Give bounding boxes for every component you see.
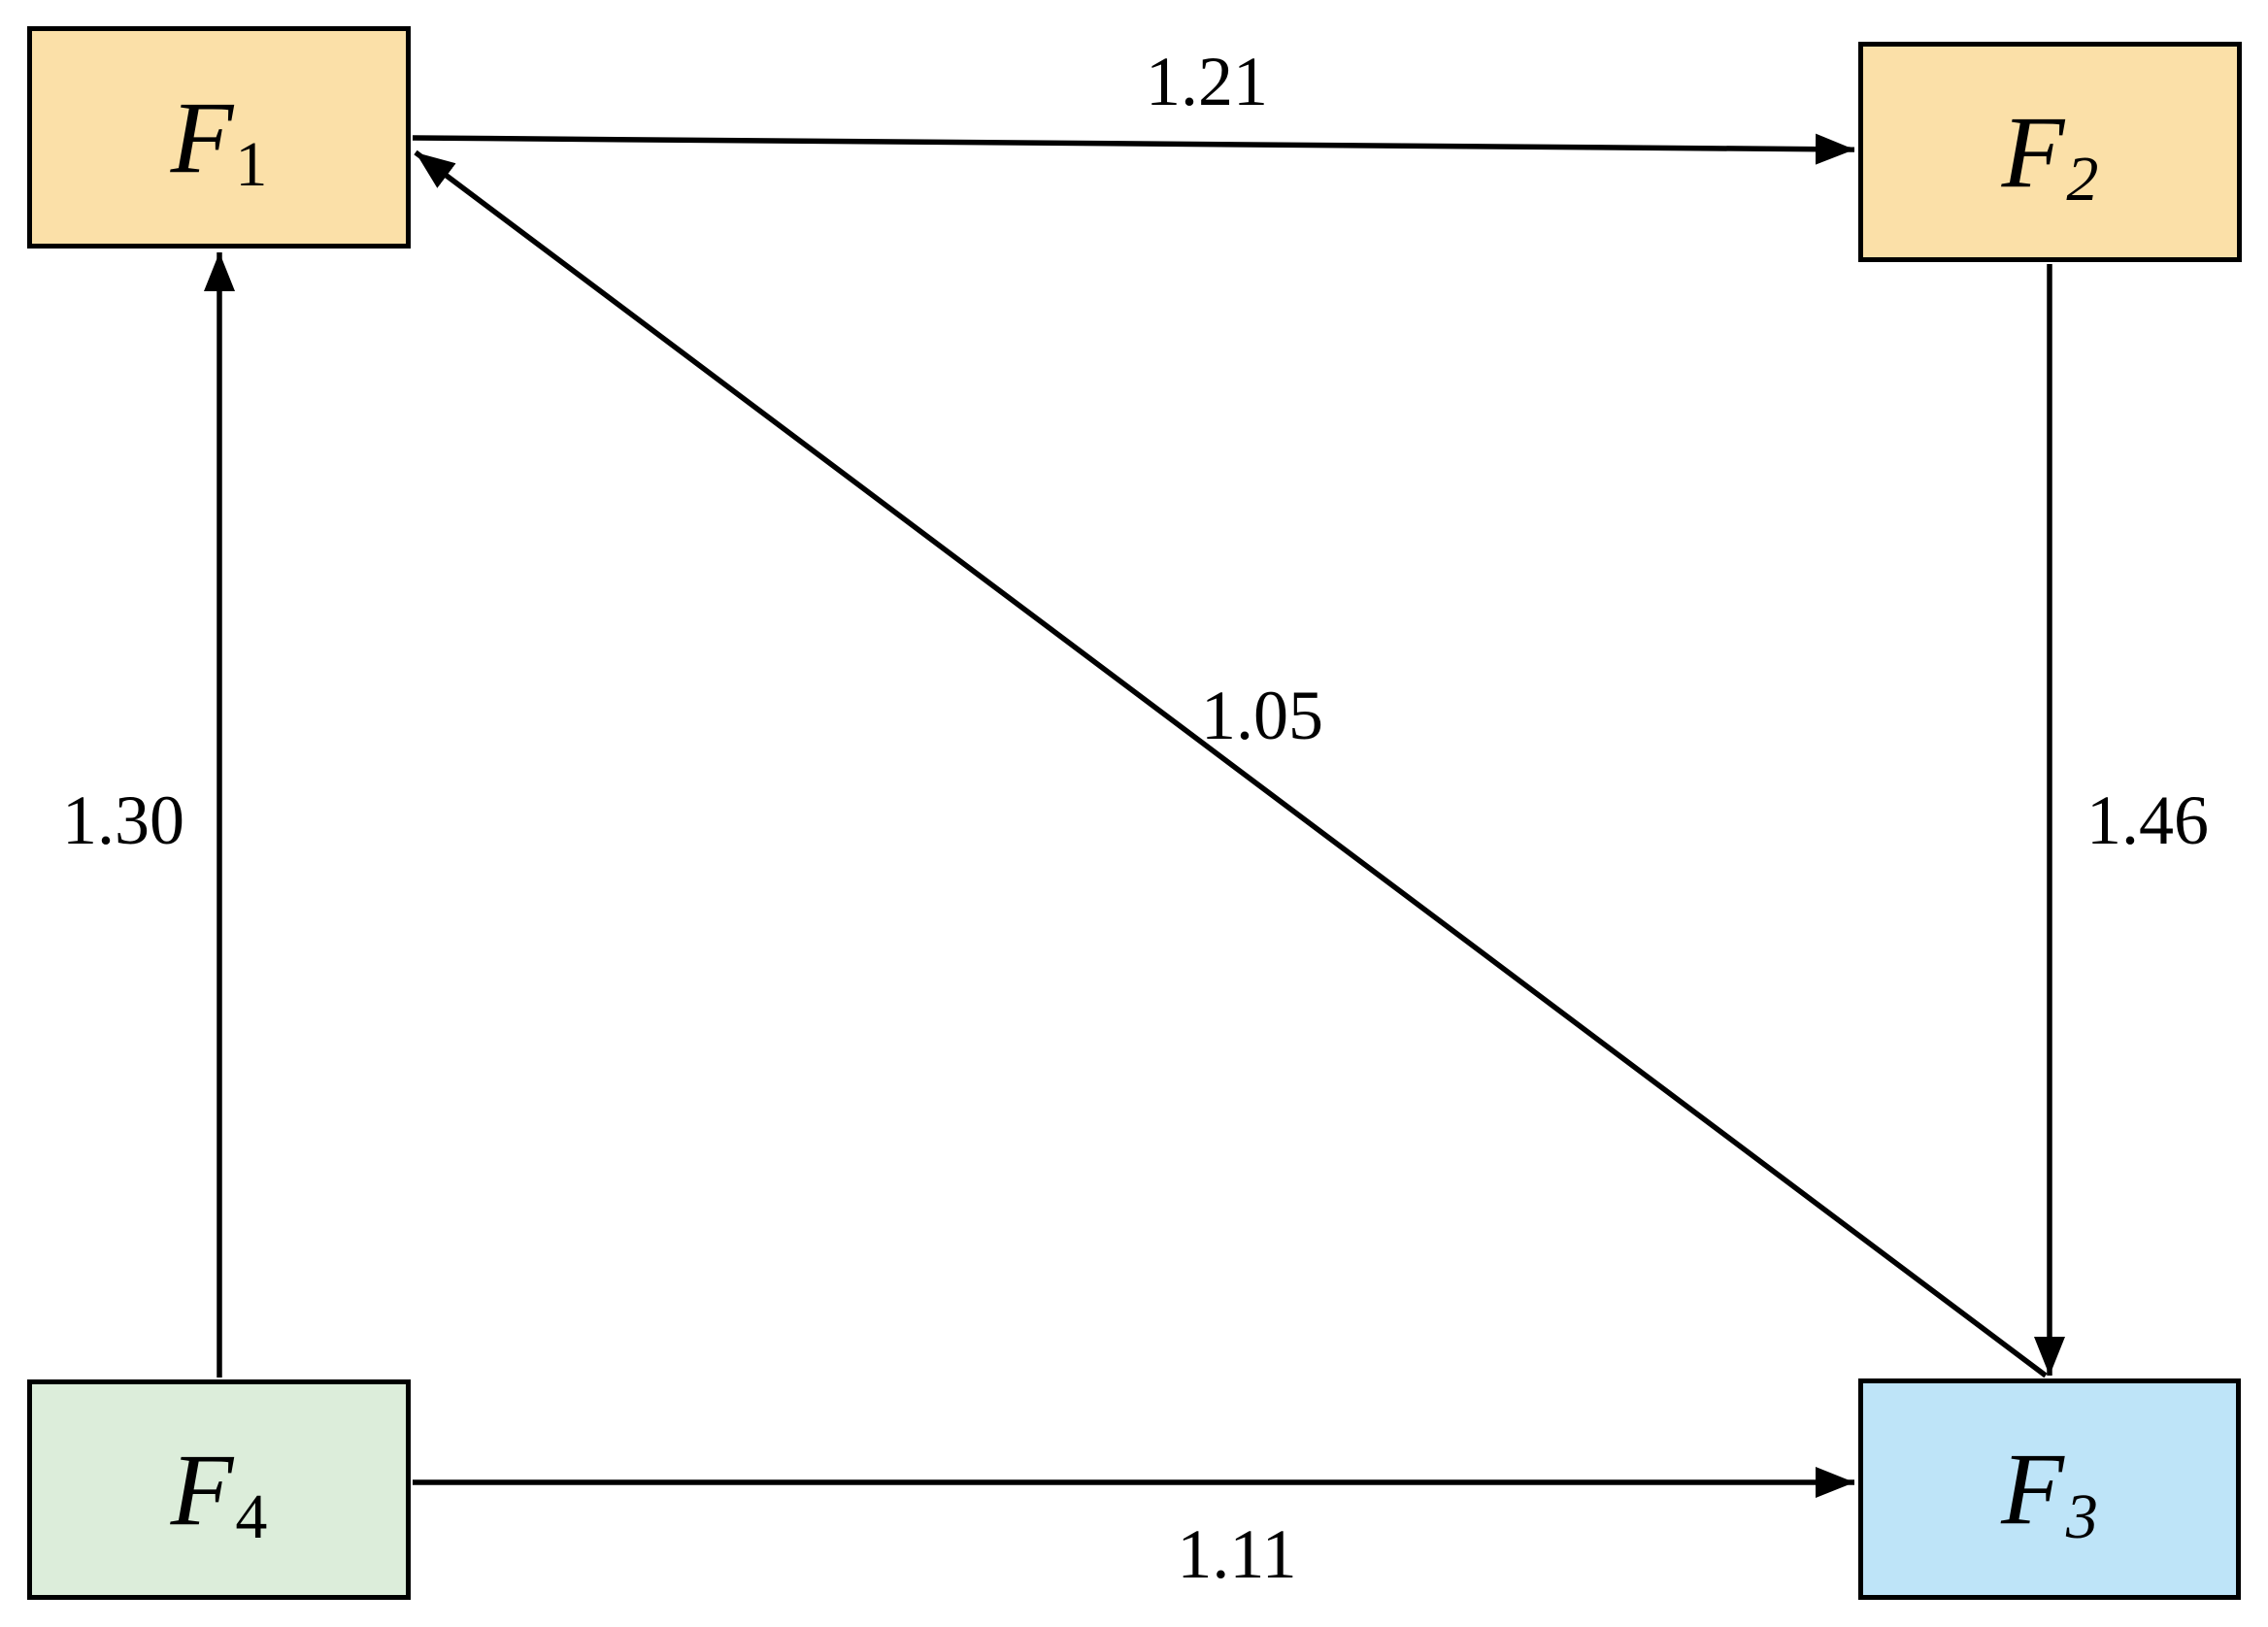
node-f1: F1 — [27, 26, 411, 249]
edge-weight-f3-f1: 1.05 — [1201, 677, 1323, 754]
node-f2-label: F2 — [2001, 94, 2099, 216]
edge-weight-f2-f3: 1.46 — [2086, 781, 2209, 859]
node-f4-subscript: 4 — [235, 1481, 268, 1553]
edge-f1-f2 — [412, 133, 1855, 165]
node-f3: F3 — [1858, 1378, 2241, 1600]
node-f4-label: F4 — [170, 1432, 268, 1553]
node-f4: F4 — [27, 1379, 411, 1600]
node-f2: F2 — [1858, 42, 2242, 262]
node-f3-subscript: 3 — [2065, 1480, 2098, 1552]
node-f2-subscript: 2 — [2066, 144, 2099, 216]
node-f3-label: F3 — [2001, 1432, 2098, 1552]
edge-weight-f4-f3: 1.11 — [1177, 1515, 1297, 1593]
edge-weight-f4-f1: 1.30 — [62, 781, 184, 859]
node-f1-subscript: 1 — [235, 129, 268, 201]
edge-weight-f1-f2: 1.21 — [1146, 43, 1268, 120]
edge-f3-f1 — [414, 149, 2048, 1378]
node-f1-label: F1 — [170, 80, 268, 201]
